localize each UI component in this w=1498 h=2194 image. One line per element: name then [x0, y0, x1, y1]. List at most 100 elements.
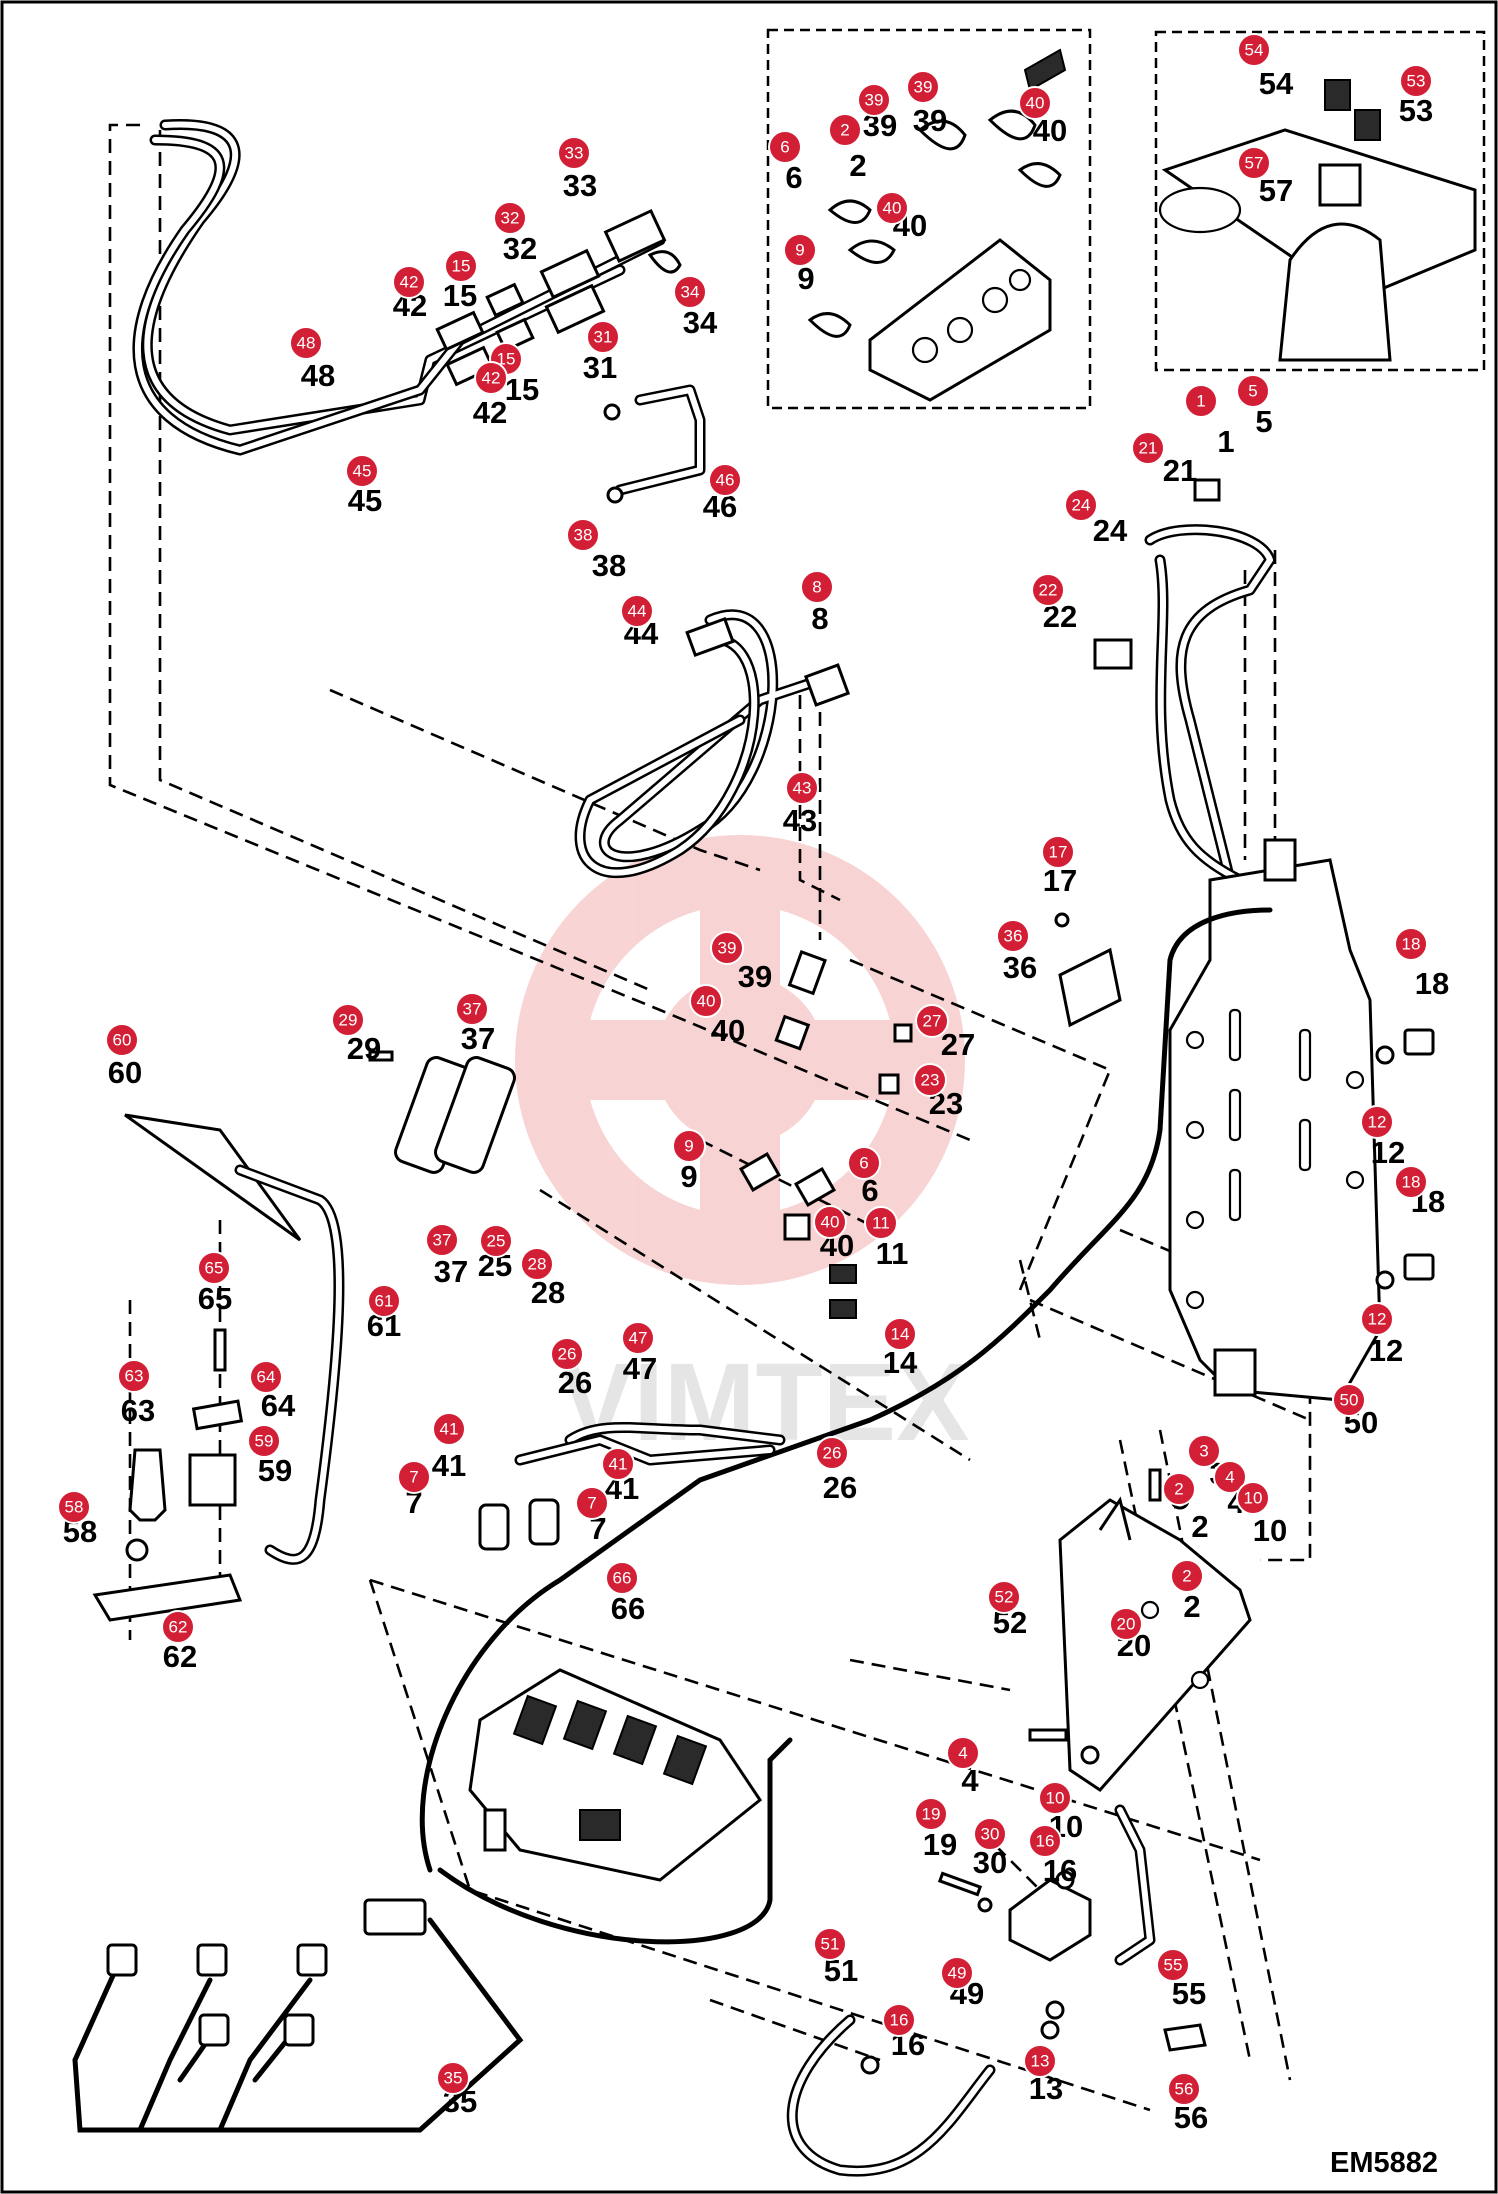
svg-text:38: 38: [574, 526, 593, 545]
svg-text:56: 56: [1175, 2080, 1194, 2099]
svg-text:5: 5: [1248, 382, 1257, 401]
part-number-badge: 40: [813, 1205, 847, 1239]
dashed-assembly-lines: [108, 123, 1312, 2112]
part-number-badge: 41: [432, 1412, 466, 1446]
part-number-label: 26: [823, 1470, 857, 1505]
svg-text:27: 27: [923, 1012, 942, 1031]
center-fittings: [738, 949, 913, 1319]
callout-4: 44: [946, 1736, 980, 1798]
part-number-label: 65: [198, 1281, 232, 1316]
part-number-badge: 12: [1360, 1302, 1394, 1336]
svg-text:46: 46: [716, 471, 735, 490]
svg-text:44: 44: [628, 602, 647, 621]
part-number-label: 37: [461, 1021, 495, 1056]
part-number-label: 55: [1172, 1976, 1206, 2011]
svg-text:3: 3: [1199, 1442, 1208, 1461]
part-number-badge: 37: [425, 1223, 459, 1257]
svg-text:2: 2: [1182, 1567, 1191, 1586]
part-number-label: 9: [680, 1159, 697, 1194]
svg-text:28: 28: [528, 1255, 547, 1274]
part-number-label: 27: [941, 1027, 975, 1062]
svg-text:26: 26: [558, 1345, 577, 1364]
svg-text:45: 45: [353, 462, 372, 481]
callout-7: 77: [575, 1486, 609, 1546]
part-number-label: 33: [563, 168, 597, 203]
svg-text:53: 53: [1407, 72, 1426, 91]
part-number-label: 6: [861, 1173, 878, 1208]
part-number-label: 42: [473, 395, 507, 430]
part-number-badge: 19: [914, 1797, 948, 1831]
part-number-label: 59: [258, 1453, 292, 1488]
svg-text:10: 10: [1046, 1789, 1065, 1808]
svg-text:15: 15: [452, 257, 471, 276]
svg-text:29: 29: [339, 1011, 358, 1030]
svg-text:6: 6: [859, 1154, 868, 1173]
part-number-label: 24: [1093, 513, 1128, 548]
part-number-badge: 58: [57, 1490, 91, 1524]
svg-text:30: 30: [981, 1825, 1000, 1844]
part-number-badge: 12: [1360, 1105, 1394, 1139]
part-number-label: 29: [347, 1031, 381, 1066]
svg-text:25: 25: [487, 1232, 506, 1251]
part-number-badge: 7: [575, 1486, 609, 1520]
part-number-label: 41: [432, 1448, 466, 1483]
part-number-badge: 66: [605, 1561, 639, 1595]
part-number-badge: 60: [105, 1023, 139, 1057]
part-number-label: 9: [797, 261, 814, 296]
part-number-badge: 18: [1394, 927, 1428, 961]
part-number-label: 48: [301, 358, 335, 393]
part-number-badge: 42: [474, 361, 508, 395]
inset-detail-fittings: [766, 28, 1092, 410]
part-number-badge: 55: [1156, 1948, 1190, 1982]
svg-text:4: 4: [1225, 1468, 1234, 1487]
svg-text:60: 60: [113, 1031, 132, 1050]
control-valve-main: [468, 1668, 763, 1882]
part-number-badge: 46: [708, 463, 742, 497]
part-number-badge: 59: [247, 1424, 281, 1458]
part-number-label: 36: [1003, 950, 1037, 985]
part-number-badge: 3: [1187, 1434, 1221, 1468]
svg-text:17: 17: [1049, 843, 1068, 862]
callout-9: 99: [672, 1129, 706, 1194]
part-number-label: 8: [811, 601, 828, 636]
svg-text:63: 63: [125, 1367, 144, 1386]
svg-text:10: 10: [1244, 1489, 1263, 1508]
inset-manifold: [807, 48, 1067, 402]
part-number-badge: 9: [672, 1129, 706, 1163]
callout-6: 66: [768, 130, 803, 195]
svg-text:40: 40: [1026, 94, 1045, 113]
callout-2: 22: [1170, 1559, 1204, 1624]
callout-5: 55: [1236, 374, 1273, 439]
part-number-badge: 41: [601, 1447, 635, 1481]
part-number-badge: 48: [289, 326, 323, 360]
svg-text:4: 4: [958, 1744, 967, 1763]
svg-text:33: 33: [565, 144, 584, 163]
svg-text:42: 42: [400, 273, 419, 292]
part-number-label: 63: [121, 1393, 155, 1428]
svg-text:9: 9: [795, 241, 804, 260]
part-number-label: 7: [405, 1485, 422, 1520]
part-number-label: 60: [108, 1055, 142, 1090]
callout-7: 77: [397, 1460, 431, 1520]
part-number-badge: 14: [883, 1317, 917, 1351]
part-number-badge: 37: [455, 992, 489, 1026]
svg-text:62: 62: [169, 1618, 188, 1637]
svg-text:39: 39: [914, 78, 933, 97]
part-number-label: 34: [683, 305, 718, 340]
